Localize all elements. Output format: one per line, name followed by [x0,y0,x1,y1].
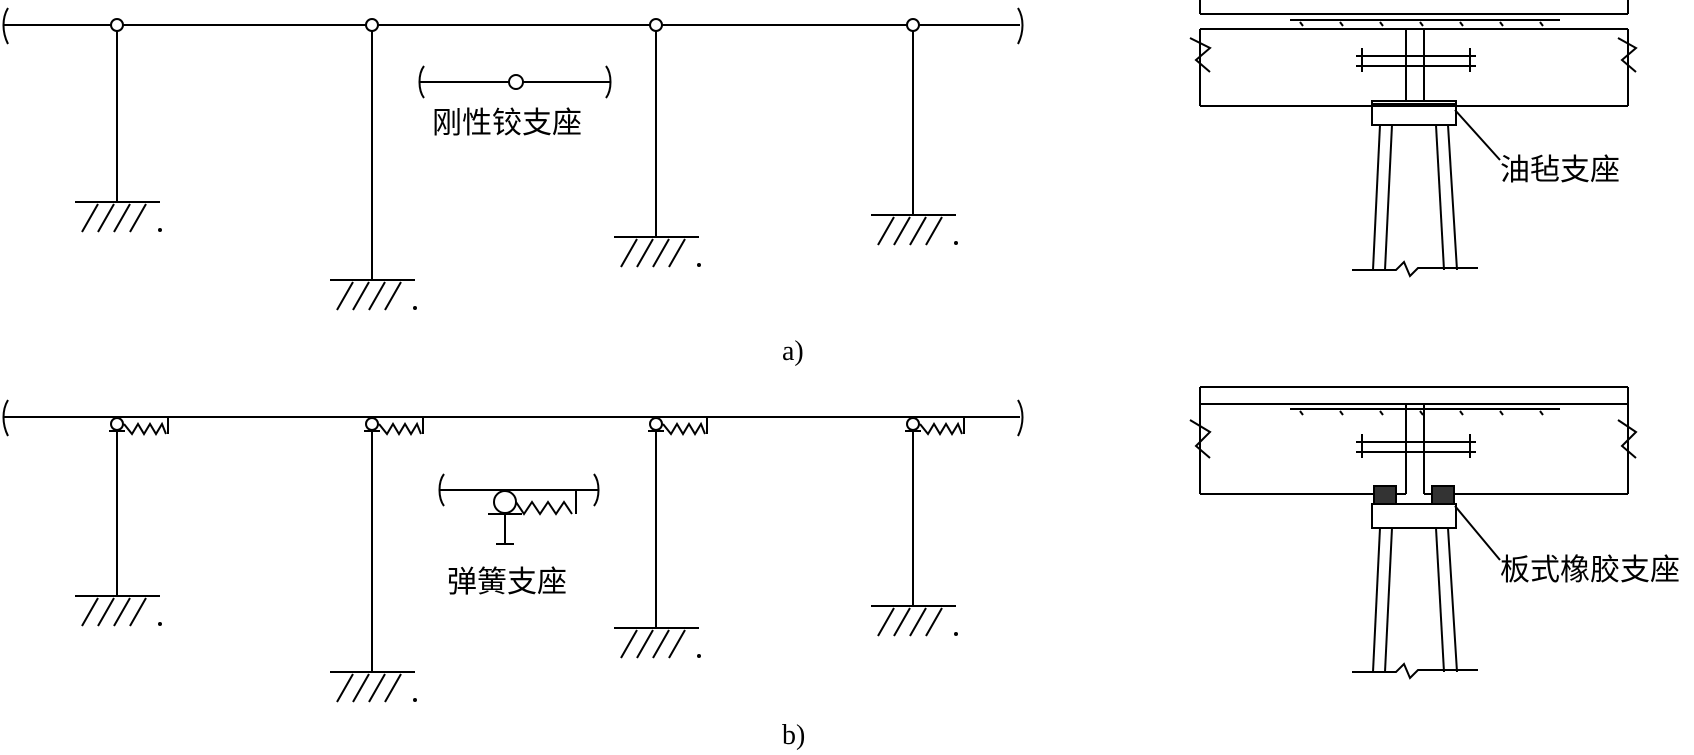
detail-b [1189,386,1638,680]
pier-b4 [871,417,965,637]
girder-b [2,399,1024,437]
pier-a4 [871,18,958,246]
hinge-inset-a [418,65,612,99]
caption-b: b) [782,720,805,751]
pier-a1 [75,18,162,233]
girder-a [2,7,1024,45]
rubber-pad-left [1373,485,1397,505]
pier-b2 [330,417,424,703]
detail-a [1189,0,1638,278]
rubber-bearing-label: 板式橡胶支座 [1500,553,1680,588]
caption-a: a) [782,336,804,367]
panel-a [2,0,1638,311]
spring-inset-b [438,473,600,545]
pier-a3 [614,18,701,268]
pier-b3 [614,417,708,659]
pier-a2 [330,18,417,311]
pier-b1 [75,417,169,627]
rubber-pad-right [1431,485,1455,505]
felt-support-label: 油毡支座 [1500,153,1620,188]
spring-label: 弹簧支座 [447,565,567,600]
panel-b [2,386,1638,703]
hinge-label: 刚性铰支座 [432,106,582,141]
